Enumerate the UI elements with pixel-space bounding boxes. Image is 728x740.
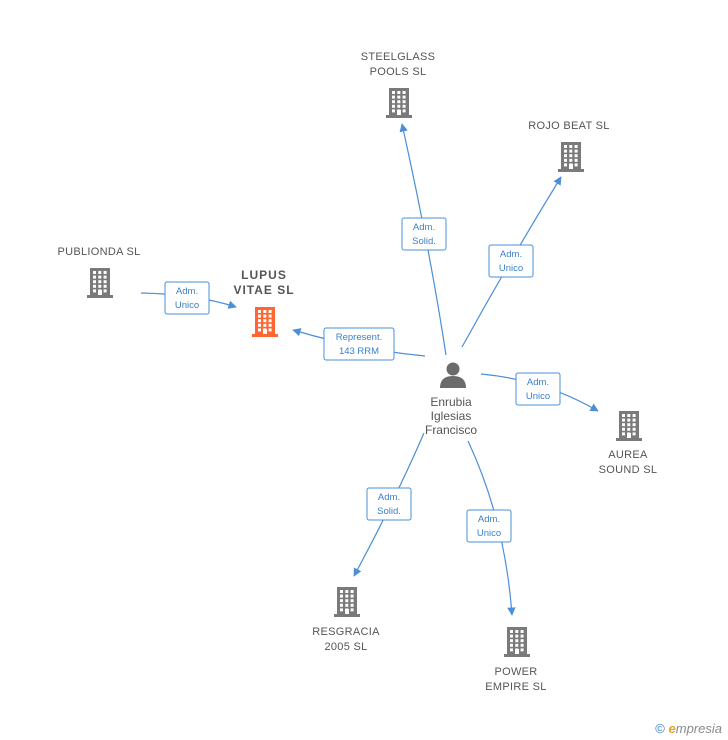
person-icon[interactable] [440, 362, 466, 389]
edge-person-to-steelglass: Adm. Solid. [399, 123, 447, 356]
edge-role-label[interactable]: Adm. Solid. [366, 487, 412, 521]
edge-person-to-aurea: Adm. Unico [480, 372, 599, 412]
edge-role-text: Solid. [412, 236, 436, 247]
building-icon[interactable] [558, 142, 584, 172]
company-name-label: EMPIRE SL [485, 681, 546, 693]
company-name-label: POOLS SL [370, 66, 427, 78]
company-name-label: LUPUS [241, 268, 287, 282]
empresia-logo[interactable]: empresia [668, 721, 722, 736]
edge-role-text: Unico [477, 528, 501, 539]
edge-role-text: Adm. [527, 377, 549, 388]
building-icon[interactable] [334, 587, 360, 617]
edge-person-to-power: Adm. Unico [466, 440, 516, 616]
edge-person-to-lupus: Represent. 143 RRM [292, 327, 426, 361]
company-name-label: VITAE SL [233, 283, 294, 297]
edge-role-text: Adm. [176, 286, 198, 297]
copyright-symbol: © [655, 721, 665, 736]
edge-role-text: Unico [499, 263, 523, 274]
person-name-label: Francisco [425, 423, 477, 437]
company-node-publionda[interactable]: PUBLIONDA SL [57, 246, 140, 298]
company-node-resgracia[interactable]: RESGRACIA 2005 SL [312, 587, 380, 653]
edge-person-to-rojobeat: Adm. Unico [461, 176, 562, 348]
edge-role-text: Adm. [413, 222, 435, 233]
company-node-power[interactable]: POWER EMPIRE SL [485, 627, 546, 693]
company-name-label: AUREA [608, 449, 648, 461]
edge-role-label[interactable]: Adm. Solid. [401, 217, 447, 251]
edge-role-text: Adm. [500, 249, 522, 260]
nodes-layer: STEELGLASS POOLS SL ROJO BEAT SL PUBLIONDA … [57, 51, 657, 693]
person-name-label: Enrubia [430, 395, 472, 409]
edge-role-text: Unico [175, 300, 199, 311]
edge-role-text: Represent. [336, 332, 382, 343]
company-name-label: SOUND SL [599, 464, 658, 476]
edge-role-label[interactable]: Adm. Unico [164, 281, 210, 315]
company-name-label: 2005 SL [324, 641, 367, 653]
building-icon[interactable] [252, 307, 278, 337]
edge-role-text: Adm. [478, 514, 500, 525]
company-node-aurea[interactable]: AUREA SOUND SL [599, 411, 658, 476]
edge-role-text: Unico [526, 391, 550, 402]
edge-role-text: Adm. [378, 492, 400, 503]
company-node-rojobeat[interactable]: ROJO BEAT SL [528, 120, 609, 172]
edge-role-label[interactable]: Adm. Unico [466, 509, 512, 543]
footer-credit: © empresia [655, 721, 722, 736]
building-icon[interactable] [87, 268, 113, 298]
edge-role-label[interactable]: Represent. 143 RRM [323, 327, 395, 361]
company-name-label: ROJO BEAT SL [528, 120, 609, 132]
edge-person-to-resgracia: Adm. Solid. [353, 432, 425, 577]
edge-role-text: 143 RRM [339, 346, 379, 357]
company-name-label: POWER [494, 666, 537, 678]
edge-publionda-to-lupus: Adm. Unico [140, 281, 237, 315]
building-icon[interactable] [386, 88, 412, 118]
company-name-label: STEELGLASS [361, 51, 436, 63]
edge-role-label[interactable]: Adm. Unico [515, 372, 561, 406]
person-name-label: Iglesias [431, 409, 472, 423]
company-name-label: RESGRACIA [312, 626, 380, 638]
company-name-label: PUBLIONDA SL [57, 246, 140, 258]
edge-role-text: Solid. [377, 506, 401, 517]
building-icon[interactable] [504, 627, 530, 657]
company-node-steelglass[interactable]: STEELGLASS POOLS SL [361, 51, 436, 118]
building-icon[interactable] [616, 411, 642, 441]
edges-layer: Adm.Solid.Adm.UnicoAdm.UnicoRepresent.14… [140, 123, 599, 616]
edge-role-label[interactable]: Adm. Unico [488, 244, 534, 278]
